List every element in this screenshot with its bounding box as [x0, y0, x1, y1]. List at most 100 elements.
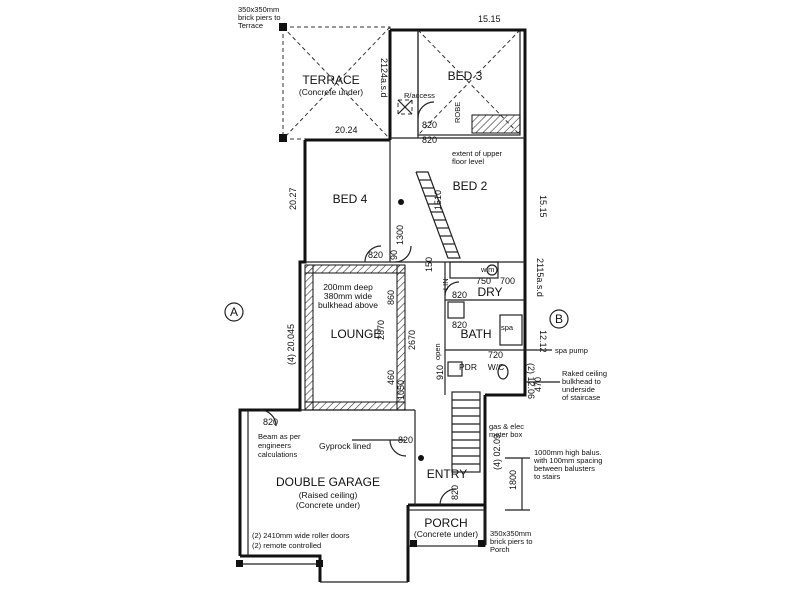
gyprock-label: Gyprock lined — [319, 441, 371, 451]
basin-icon — [447, 361, 463, 377]
brick-pier-icon — [236, 560, 243, 567]
balustrade-note-2: with 100mm spacing — [533, 456, 602, 465]
bed4-label: BED 4 — [333, 192, 368, 206]
roller-door-note-2: (2) remote controlled — [252, 541, 321, 550]
brick-pier-icon — [279, 23, 287, 31]
bed2-label: BED 2 — [453, 179, 488, 193]
linen-label: LIN — [441, 278, 450, 290]
open-label: open — [433, 343, 442, 360]
terrace-sub-label: (Concrete under) — [299, 87, 363, 97]
brick-pier-icon — [316, 560, 323, 567]
door-width-label: 820 — [398, 435, 413, 445]
roof-access-label: R/access — [404, 91, 435, 100]
dim-910: 910 — [435, 365, 445, 380]
brick-pier-icon — [478, 540, 485, 547]
dim-90: 90 — [389, 250, 399, 260]
raked-ceiling-note-4: of staircase — [562, 393, 600, 402]
lounge-room: LOUNGE 200mm deep 380mm wide bulkhead ab… — [304, 264, 406, 411]
grid-label-a: A — [230, 305, 238, 319]
extent-note-1: extent of upper — [452, 149, 503, 158]
pdr-label: PDR — [459, 362, 477, 372]
robe-label: ROBE — [453, 102, 462, 123]
terrace-pier-note-3: Terrace — [238, 21, 263, 30]
spa-bath-icon — [499, 314, 523, 346]
dim-right-wet-2: (2) 12.06 — [526, 363, 536, 399]
porch-sub-label: (Concrete under) — [414, 529, 478, 539]
robe-hatch — [471, 114, 521, 134]
wm-label: w.m — [480, 265, 494, 274]
dim-2670: 2670 — [407, 330, 417, 350]
grid-marker-b: B — [549, 309, 569, 329]
spa-pump-note: spa pump — [555, 346, 588, 355]
door-width-label: 820 — [422, 135, 437, 145]
porch-area: PORCH (Concrete under) — [407, 509, 486, 547]
dim-750: 750 — [476, 276, 491, 286]
extent-note-2: floor level — [452, 157, 484, 166]
grid-marker-a: A — [224, 302, 244, 322]
dim-150: 150 — [424, 257, 434, 272]
lounge-note-2: 380mm wide — [324, 291, 372, 301]
dimension-labels: 15.15 15.15 20.24 20.27 (4) 20.045 12.12… — [263, 14, 548, 500]
dim-right-entry-2: 1800 — [508, 470, 518, 490]
dim-bed4-1300: 1300 — [395, 225, 405, 245]
porch-pier-note-3: Porch — [490, 545, 510, 554]
raked-ceiling-note-3: underside — [562, 385, 595, 394]
dim-terrace-bottom: 20.24 — [335, 125, 358, 135]
raked-ceiling-note-2: bulkhead to — [562, 377, 601, 386]
garage-room: DOUBLE GARAGE (Raised ceiling) (Concrete… — [236, 410, 380, 567]
spa-label: spa — [501, 323, 514, 332]
dim-460: 460 — [386, 370, 396, 385]
dim-1050: 1050 — [396, 380, 406, 400]
gas-meter-note-2: meter box — [489, 430, 523, 439]
dim-wet-asd: 2115a.s.d — [535, 258, 545, 297]
washing-machine-icon — [486, 264, 498, 276]
entry-label: ENTRY — [427, 467, 467, 481]
vanity-icon — [447, 301, 465, 319]
garage-label: DOUBLE GARAGE — [276, 475, 380, 489]
balustrade-note-1: 1000mm high balus. — [534, 448, 602, 457]
door-width-label: 820 — [368, 250, 383, 260]
dim-left-bed4: 20.27 — [288, 187, 298, 210]
porch-pier-note-1: 350x350mm — [490, 529, 531, 538]
grid-label-b: B — [555, 312, 563, 326]
dim-right-entry: (4) 02.09 — [492, 434, 502, 470]
staircase-lower — [451, 391, 481, 473]
light-point-icon — [418, 455, 424, 461]
beam-note-2: engineers — [258, 441, 291, 450]
outer-walls — [238, 28, 527, 583]
door-width-label: 820 — [452, 320, 467, 330]
dry-label: DRY — [477, 285, 502, 299]
toilet-icon — [497, 364, 509, 380]
bed3-label: BED 3 — [448, 69, 483, 83]
wc-label: W/C — [488, 362, 505, 372]
door-width-label: 820 — [422, 120, 437, 130]
lounge-note-3: bulkhead above — [318, 300, 378, 310]
lounge-label: LOUNGE — [331, 327, 382, 341]
balustrade-note-4: to stairs — [534, 472, 561, 481]
dim-terrace-asd: 2124a.s.d — [379, 58, 389, 98]
porch-label: PORCH — [424, 516, 467, 530]
dim-2870: 2870 — [376, 320, 386, 340]
annotations: 350x350mm brick piers to Terrace extent … — [238, 5, 607, 554]
terrace-pier-note-1: 350x350mm — [238, 5, 279, 14]
dim-right: 15.15 — [538, 195, 548, 218]
dim-470: 470 — [533, 377, 543, 392]
dim-700: 700 — [500, 276, 515, 286]
door-width-label: 820 — [263, 417, 278, 427]
door-width-label: 820 — [452, 290, 467, 300]
balustrade-note-3: between balusters — [534, 464, 595, 473]
roof-access-icon — [397, 99, 413, 115]
beam-note-1: Beam as per — [258, 432, 301, 441]
terrace-pier-note-2: brick piers to — [238, 13, 281, 22]
raked-ceiling-note-1: Raked ceiling — [562, 369, 607, 378]
dim-top: 15.15 — [478, 14, 501, 24]
brick-pier-icon — [410, 540, 417, 547]
wet-areas: DRY BATH PDR W/C w.m spa — [447, 261, 523, 380]
door-swings — [259, 101, 460, 506]
beam-note-3: calculations — [258, 450, 297, 459]
light-point-icon — [398, 199, 404, 205]
dim-left-lounge: (4) 20.045 — [286, 324, 296, 365]
brick-pier-icon — [279, 134, 287, 142]
staircase-upper — [415, 171, 461, 259]
